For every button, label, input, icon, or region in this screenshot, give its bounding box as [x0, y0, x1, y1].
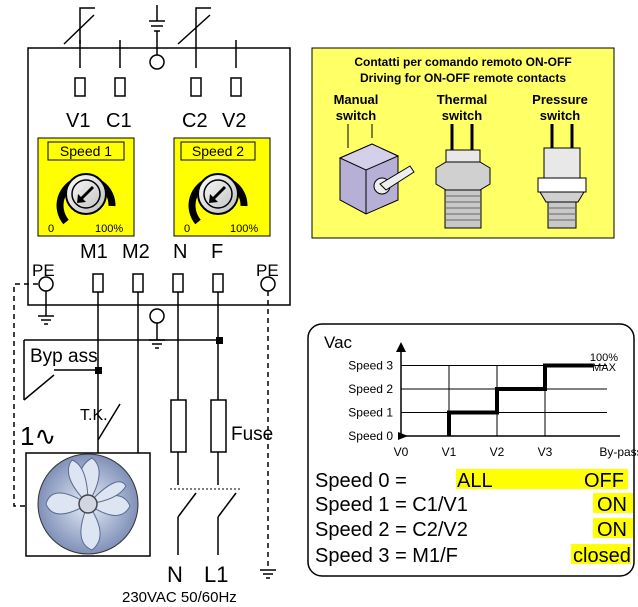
speed-table: Speed 0 = ALL OFF Speed 1 = C1/V1 ON Spe…: [315, 469, 633, 567]
x-tick-label: V0: [394, 445, 409, 459]
pressure-switch-label-1: Pressure: [532, 92, 588, 107]
max-annotation-1: 100%: [590, 352, 618, 364]
thermal-switch-label-2: switch: [442, 108, 483, 123]
terminal-label-pe-left: PE: [32, 261, 55, 280]
y-tick-label: Speed 2: [348, 382, 393, 396]
top-earth-icon: [149, 5, 165, 70]
x-tick-label: V1: [442, 445, 457, 459]
speed-row-3-left: Speed 3 = M1/F: [315, 545, 458, 567]
terminal-label-c2: C2: [182, 110, 208, 132]
external-wiring: [23, 292, 237, 555]
terminal-v2: [230, 77, 242, 97]
speed-chart-panel: [307, 323, 635, 577]
manual-switch-label-1: Manual: [334, 92, 379, 107]
remote-title-it: Contatti per comando remoto ON-OFF: [354, 55, 571, 69]
x-tick-label: V3: [538, 445, 553, 459]
manual-switch-label-2: switch: [336, 108, 377, 123]
speed-pot-1-min: 0: [48, 223, 54, 235]
terminal-n: [172, 273, 184, 293]
terminal-label-f: F: [211, 241, 223, 263]
terminal-c2: [190, 77, 202, 97]
supply-n-label: N: [167, 562, 183, 587]
fuse-label: Fuse: [231, 424, 273, 445]
speed-row-1-state: ON: [597, 494, 627, 516]
pressure-switch-label-2: switch: [540, 108, 581, 123]
thermal-switch-icon: [435, 124, 491, 229]
y-tick-label: Speed 0: [348, 429, 393, 443]
speed-row-1-left: Speed 1 = C1/V1: [315, 494, 468, 516]
fan-motor-icon: [25, 452, 151, 557]
pressure-switch-icon: [537, 124, 587, 229]
y-tick-label: Speed 3: [348, 359, 393, 373]
junction-dot-1: [95, 367, 102, 374]
speed-chart-plot: Speed 0 Speed 1 Speed 2 Speed 3 V0 V1 V2 V3 By-p…: [348, 342, 638, 459]
fuse-l1: [210, 399, 227, 453]
terminal-m1: [92, 273, 104, 293]
manual-switch-icon: [338, 124, 415, 215]
speed-pot-2-title: Speed 2: [192, 143, 244, 159]
x-tick-label: V2: [490, 445, 505, 459]
terminal-m2: [132, 273, 144, 293]
junction-dot-2: [216, 337, 223, 344]
chart-ylabel: Vac: [324, 333, 353, 352]
thermal-contact-label: T.K.: [80, 407, 108, 424]
switch-c2-v2-icon: [177, 7, 237, 68]
remote-title-en: Driving for ON-OFF remote contacts: [360, 71, 566, 85]
terminal-f: [212, 273, 224, 293]
supply-voltage-label: 230VAC 50/60Hz: [122, 589, 237, 606]
speed-row-0-left: Speed 0 =: [315, 470, 407, 492]
terminal-label-v1: V1: [66, 110, 90, 132]
bypass-label: Byp ass: [30, 346, 98, 367]
terminal-pe-left: [38, 276, 54, 292]
terminal-label-pe-right: PE: [256, 261, 279, 280]
switch-v1-c1-icon: [63, 7, 121, 68]
speed-pot-2: Speed 2 0 100%: [173, 137, 271, 237]
speed-row-2-left: Speed 2 = C2/V2: [315, 519, 468, 541]
speed-pot-1: Speed 1 0 100%: [37, 137, 135, 237]
y-tick-label: Speed 1: [348, 406, 393, 420]
speed-pot-2-min: 0: [184, 223, 190, 235]
supply-earth-icon: [260, 569, 276, 579]
y-axis-arrow-icon: [396, 342, 406, 352]
terminal-label-m1: M1: [80, 241, 108, 263]
speed-row-0-value: ALL: [457, 470, 493, 492]
terminal-pe-right: [260, 276, 276, 292]
remote-contacts-panel: Contatti per comando remoto ON-OFF Drivi…: [311, 47, 615, 239]
speed-pot-1-title: Speed 1: [60, 143, 112, 159]
fuse-n: [170, 399, 187, 453]
terminal-label-v2: V2: [222, 110, 246, 132]
thermal-switch-label-1: Thermal: [437, 92, 488, 107]
x-axis-arrow-icon: [398, 432, 408, 440]
terminal-c1: [114, 77, 126, 97]
speed-row-3-state: closed: [573, 545, 631, 567]
speed-pot-2-max: 100%: [230, 223, 258, 235]
speed-pot-1-max: 100%: [95, 223, 123, 235]
pe-dashed-wiring: [13, 283, 269, 570]
speed-row-2-state: ON: [597, 519, 627, 541]
speed-step-line: [447, 363, 593, 436]
terminal-v1: [74, 77, 86, 97]
max-annotation-2: MAX: [592, 362, 617, 374]
terminal-label-m2: M2: [122, 241, 150, 263]
supply-l1-label: L1: [204, 562, 228, 587]
speed-row-0-state: OFF: [584, 470, 624, 492]
motor-label: 1∿: [20, 421, 56, 451]
terminal-label-n: N: [173, 241, 187, 263]
terminal-label-c1: C1: [106, 110, 132, 132]
